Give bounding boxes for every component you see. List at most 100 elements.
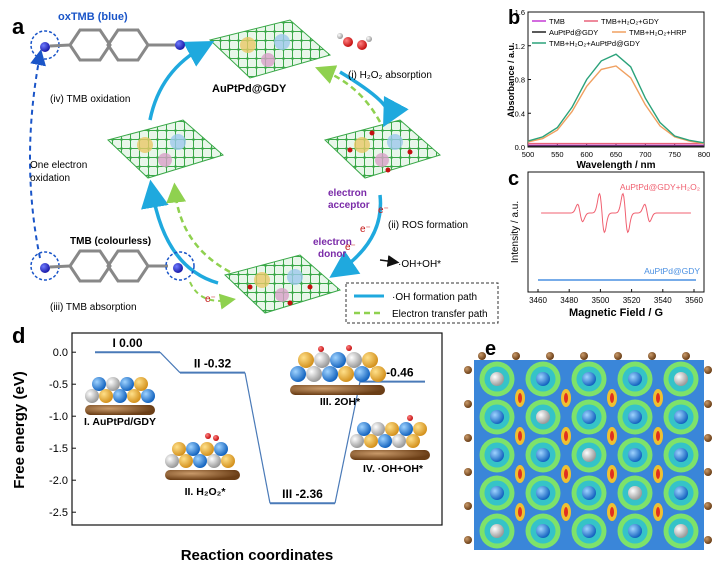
atom-marker <box>582 448 596 462</box>
atom-marker <box>628 524 642 538</box>
atom-marker <box>628 486 642 500</box>
carbon-atom <box>464 366 472 374</box>
panel-b-xtick-label: 650 <box>610 150 623 159</box>
carbon-atom <box>704 468 712 476</box>
panel-b-series-line <box>527 65 705 145</box>
electron-symbol-2: e⁻ <box>360 224 371 235</box>
atom-marker <box>536 524 550 538</box>
carbon-atom <box>464 434 472 442</box>
step-i-label: (i) H₂O₂ absorption <box>348 70 432 81</box>
panel-e: e <box>464 338 712 550</box>
electron-symbol-1: e⁻ <box>378 205 389 216</box>
epr-spectrum-line <box>541 192 691 234</box>
panel-d-ytick-label: -2.0 <box>49 475 68 487</box>
ox-tmb-label: oxTMB (blue) <box>58 11 128 23</box>
panel-d-ylabel: Free energy (eV) <box>11 371 28 489</box>
one-electron-label-line2: oxidation <box>30 173 70 184</box>
carbon-atom <box>704 536 712 544</box>
panel-b-xtick-label: 700 <box>639 150 652 159</box>
catalyst-label: AuPtPd@GDY <box>212 83 287 95</box>
panel-c-series-label-2: AuPtPd@GDY <box>644 266 700 276</box>
density-peak <box>564 507 568 517</box>
density-peak <box>656 431 660 441</box>
atom-marker <box>490 448 504 462</box>
legend-label-tmb: TMB <box>549 17 565 26</box>
energy-connector <box>244 372 271 504</box>
panel-b-ytick-label: 0.8 <box>515 76 525 85</box>
density-peak <box>518 393 522 403</box>
state-label: III. 2OH* <box>320 396 361 408</box>
panel-b-xtick-label: 500 <box>522 150 535 159</box>
step-iv-label: (iv) TMB oxidation <box>50 94 130 105</box>
atom-marker <box>674 486 688 500</box>
h2o2-molecule-icon <box>337 33 372 50</box>
panel-d-letter: d <box>12 323 25 348</box>
legend-label-tmb-h2o2-hrp: TMB+H₂O₂+HRP <box>629 28 687 37</box>
legend-label-tmb-h2o2-gdy: TMB+H₂O₂+GDY <box>601 17 659 26</box>
slab-structure-i <box>85 377 155 415</box>
carbon-atom <box>464 536 472 544</box>
panel-b-ylabel: Absorbance / a.u. <box>506 42 516 117</box>
electron-donor-line2: donor <box>318 249 346 260</box>
atom-marker <box>490 372 504 386</box>
panel-d-frame <box>71 332 443 526</box>
carbon-atom <box>464 502 472 510</box>
panel-c-ylabel: Intensity / a.u. <box>510 201 521 263</box>
panel-c-letter: c <box>508 168 519 190</box>
atom-marker <box>536 372 550 386</box>
panel-b-ytick-label: 1.2 <box>515 42 525 51</box>
energy-connector <box>334 381 361 504</box>
atom-marker <box>582 524 596 538</box>
density-peak <box>518 507 522 517</box>
panel-d-ytick-label: -2.5 <box>49 507 68 519</box>
panel-c-xlabel: Magnetic Field / G <box>569 307 663 319</box>
panel-e-letter: e <box>485 338 496 360</box>
panel-d-ytick-label: -0.5 <box>49 379 68 391</box>
charge-density-map <box>464 352 712 550</box>
density-peak <box>564 469 568 479</box>
panel-b-ytick-label: 1.6 <box>515 8 525 17</box>
electron-symbol-4: e⁻ <box>205 294 216 305</box>
tmb-colourless-label: TMB (colourless) <box>70 236 151 247</box>
ox-tmb-molecule-icon <box>30 28 185 62</box>
atom-marker <box>628 372 642 386</box>
panel-b-series <box>527 53 705 147</box>
atom-marker <box>674 448 688 462</box>
carbon-atom <box>704 434 712 442</box>
atom-marker <box>582 486 596 500</box>
energy-level-label: I 0.00 <box>112 336 142 350</box>
atom-marker <box>490 410 504 424</box>
panel-c-series-label-1: AuPtPd@GDY+H₂O₂ <box>620 182 700 192</box>
panel-c-frame <box>527 171 705 293</box>
atom-marker <box>490 486 504 500</box>
legend-label-auptpd-gdy: AuPtPd@GDY <box>549 28 598 37</box>
density-peak <box>610 393 614 403</box>
panel-c-xtick-label: 3560 <box>685 296 703 305</box>
energy-level-label: III -2.36 <box>282 487 323 501</box>
density-peak <box>610 507 614 517</box>
density-peak <box>518 431 522 441</box>
carbon-atom <box>464 400 472 408</box>
carbon-atom <box>580 352 588 360</box>
density-peak <box>656 469 660 479</box>
state-label: IV. ·OH+OH* <box>363 463 424 475</box>
electron-acceptor-line2: acceptor <box>328 200 370 211</box>
atom-marker <box>536 486 550 500</box>
slab-structure-iii <box>290 345 386 395</box>
radicals-label: ·OH+OH* <box>398 259 441 270</box>
panel-c-xtick-label: 3480 <box>560 296 578 305</box>
panel-c-xtick-label: 3520 <box>623 296 641 305</box>
panel-c-xtick-label: 3540 <box>654 296 672 305</box>
carbon-atom <box>464 468 472 476</box>
gdy-sheet-left <box>107 119 225 179</box>
density-peak <box>610 431 614 441</box>
density-peak <box>564 393 568 403</box>
panel-b-xtick-label: 750 <box>668 150 681 159</box>
panel-a: a <box>12 11 499 324</box>
panel-d-ytick-label: -1.5 <box>49 443 68 455</box>
